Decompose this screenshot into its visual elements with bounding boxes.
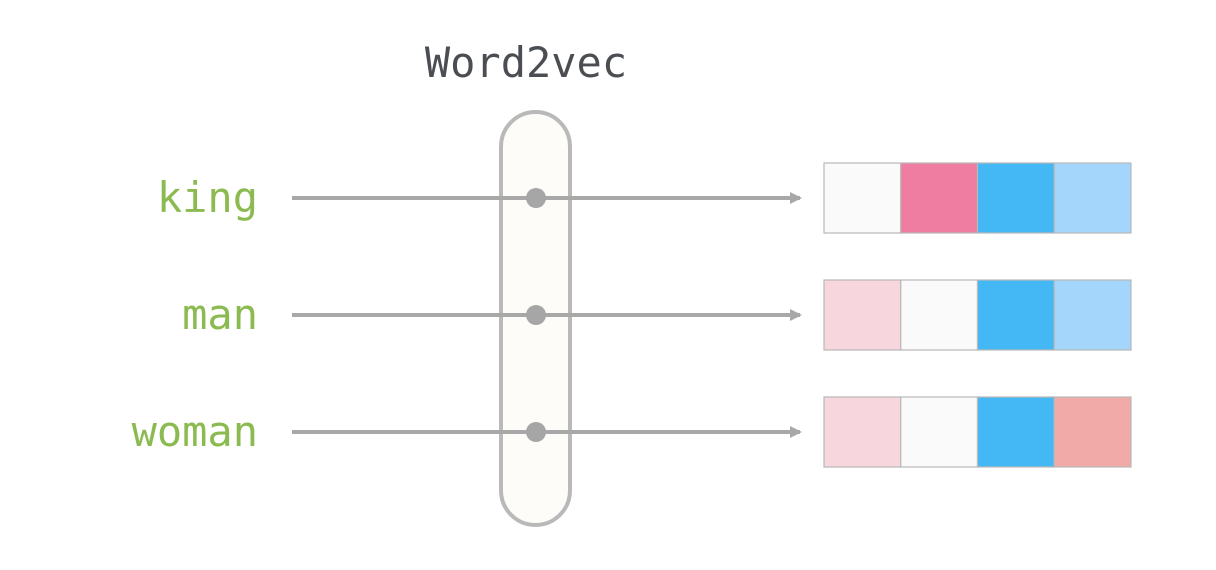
word-label-man: man	[182, 290, 258, 339]
vector-cell-man-3	[976, 279, 1055, 351]
embedding-vector-woman	[823, 396, 1132, 468]
model-node-woman	[526, 422, 546, 442]
vector-cell-king-4	[1053, 162, 1132, 234]
vector-cell-man-2	[900, 279, 979, 351]
vector-cell-king-2	[900, 162, 979, 234]
vector-cell-woman-3	[976, 396, 1055, 468]
word-label-woman: woman	[132, 407, 258, 456]
word-label-king: king	[157, 173, 258, 222]
vector-cell-king-3	[976, 162, 1055, 234]
embedding-vector-king	[823, 162, 1132, 234]
vector-cell-woman-1	[823, 396, 902, 468]
vector-cell-woman-2	[900, 396, 979, 468]
vector-cell-woman-4	[1053, 396, 1132, 468]
diagram-title: Word2vec	[425, 38, 627, 87]
model-node-king	[526, 188, 546, 208]
model-node-man	[526, 305, 546, 325]
vector-cell-man-4	[1053, 279, 1132, 351]
embedding-vector-man	[823, 279, 1132, 351]
vector-cell-man-1	[823, 279, 902, 351]
vector-cell-king-1	[823, 162, 902, 234]
embedding-rows: king man woman	[132, 162, 1132, 468]
